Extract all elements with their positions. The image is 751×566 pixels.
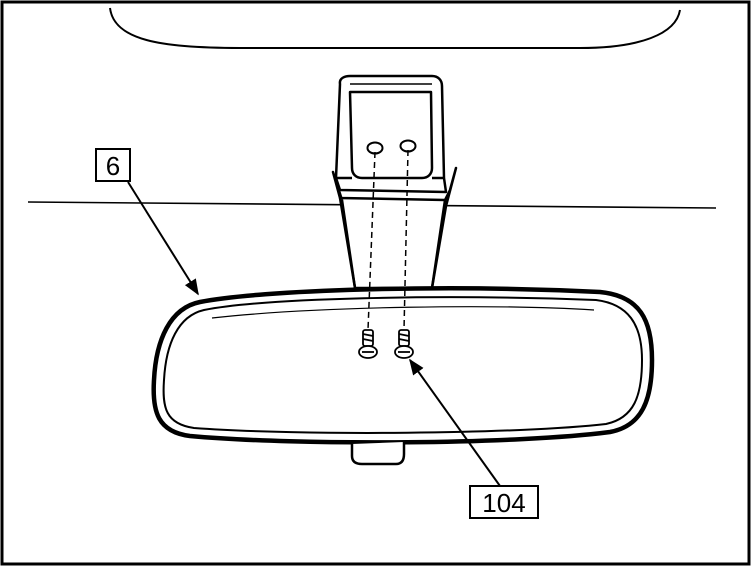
headliner-console	[109, 7, 681, 49]
screw-hole-left	[366, 141, 384, 155]
callout-screw-leader	[409, 358, 501, 487]
callout-mirror-leader	[127, 181, 199, 296]
callout-mirror-label: 6	[106, 151, 120, 181]
screw-left	[358, 329, 378, 359]
screw-path-right	[403, 149, 409, 331]
callout-screw: 104	[409, 358, 539, 519]
mirror-mount-bracket	[331, 74, 458, 290]
callout-mirror: 6	[95, 148, 199, 296]
callout-screw-label: 104	[482, 488, 525, 518]
screw-hole-right	[399, 139, 417, 153]
screw-right	[394, 329, 414, 359]
mirror-body	[151, 286, 655, 466]
